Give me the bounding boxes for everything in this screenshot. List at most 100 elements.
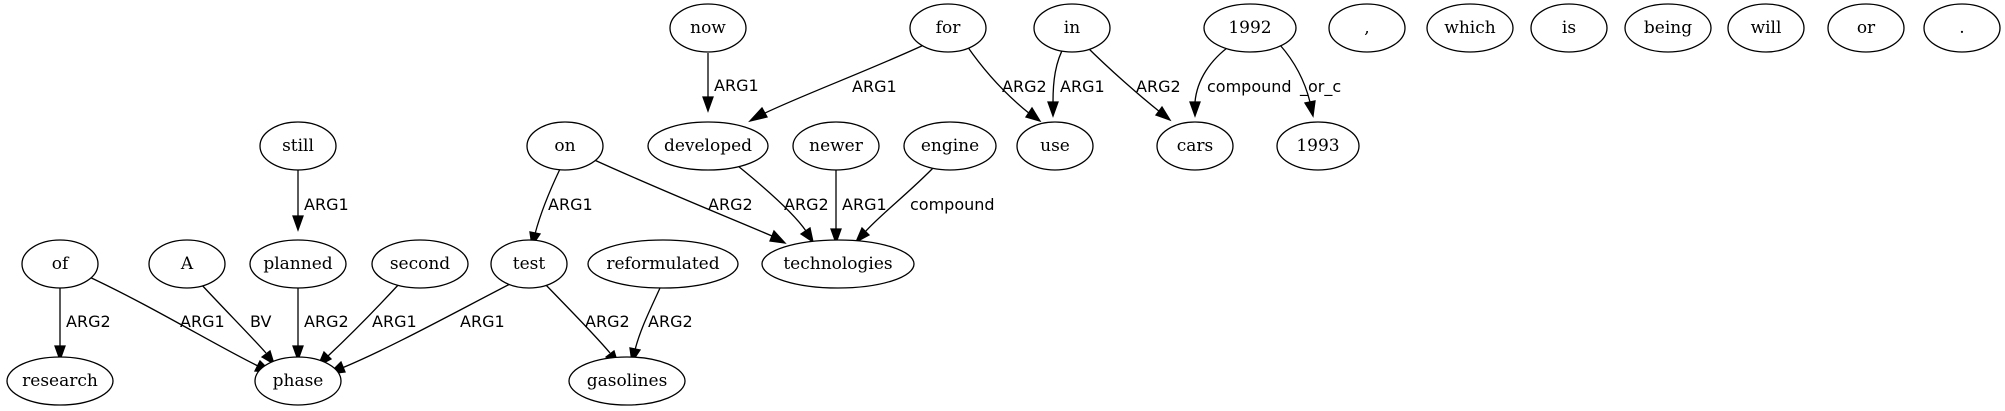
edge-in-use: ARG1 <box>1047 44 1105 118</box>
edge-reformulated-gasolines: ARG2 <box>629 287 693 364</box>
edge-label-of-research: ARG2 <box>66 312 111 331</box>
node-1993: 1993 <box>1276 121 1360 171</box>
edge-newer-technologies: ARG1 <box>830 170 887 245</box>
node-on: on <box>526 121 604 171</box>
edge-label-now-developed: ARG1 <box>714 76 759 95</box>
svg-text:1993: 1993 <box>1296 136 1339 156</box>
node-test: test <box>490 239 568 289</box>
node-planned: planned <box>249 239 347 289</box>
svg-text:gasolines: gasolines <box>587 371 668 391</box>
edge-label-newer-technologies: ARG1 <box>842 195 887 214</box>
edge-1992-cars: compound <box>1189 44 1292 118</box>
node-will: will <box>1727 3 1805 53</box>
edge-label-for-use: ARG2 <box>1002 77 1047 96</box>
node-phase: phase <box>254 356 342 406</box>
edge-label-in-use: ARG1 <box>1060 77 1105 96</box>
svg-text:cars: cars <box>1177 136 1214 156</box>
edge-for-developed: ARG1 <box>748 43 927 123</box>
svg-text:phase: phase <box>273 371 324 391</box>
svg-text:on: on <box>554 136 575 156</box>
node-research: research <box>6 356 114 406</box>
edge-label-still-planned: ARG1 <box>304 195 349 214</box>
edge-of-research: ARG2 <box>54 288 111 362</box>
node-of: of <box>21 239 99 289</box>
node-in: in <box>1033 3 1111 53</box>
edge-label-of-phase: ARG1 <box>180 312 225 331</box>
edge-label-test-gasolines: ARG2 <box>585 312 630 331</box>
nodes-layer: now for in 1992 , which is being <box>6 3 2001 406</box>
node-use: use <box>1016 121 1094 171</box>
node-a: A <box>148 239 226 289</box>
node-reformulated: reformulated <box>587 239 739 289</box>
node-engine: engine <box>903 121 997 171</box>
svg-text:which: which <box>1444 18 1495 38</box>
svg-text:test: test <box>513 254 546 274</box>
svg-text:newer: newer <box>809 136 864 156</box>
edge-label-for-developed: ARG1 <box>852 77 897 96</box>
svg-text:1992: 1992 <box>1228 18 1271 38</box>
edge-still-planned: ARG1 <box>292 170 349 232</box>
svg-text:reformulated: reformulated <box>606 254 719 274</box>
edge-label-1992-cars: compound <box>1207 77 1292 96</box>
node-still: still <box>259 121 337 171</box>
edge-label-1992-1993: _or_c <box>1299 77 1341 97</box>
node-developed: developed <box>647 121 769 171</box>
edge-engine-technologies: compound <box>854 165 995 244</box>
edge-label-on-technologies: ARG2 <box>708 195 753 214</box>
svg-text:or: or <box>1857 18 1876 38</box>
svg-text:second: second <box>390 254 450 274</box>
node-gasolines: gasolines <box>568 356 686 406</box>
edge-planned-phase: ARG2 <box>292 288 349 362</box>
node-or: or <box>1827 3 1905 53</box>
svg-text:being: being <box>1644 18 1692 38</box>
svg-text:technologies: technologies <box>783 254 892 274</box>
node-which: which <box>1426 3 1514 53</box>
svg-text:for: for <box>936 18 962 38</box>
svg-text:will: will <box>1751 18 1782 38</box>
edge-label-test-phase: ARG1 <box>460 312 505 331</box>
svg-text:engine: engine <box>921 136 979 156</box>
node-comma: , <box>1328 3 1406 53</box>
svg-text:.: . <box>1959 18 1964 38</box>
edge-for-use: ARG2 <box>966 45 1047 123</box>
svg-text:A: A <box>180 254 194 274</box>
edge-label-on-test: ARG1 <box>548 195 593 214</box>
node-second: second <box>371 239 469 289</box>
svg-text:,: , <box>1364 18 1369 38</box>
svg-text:is: is <box>1562 18 1576 38</box>
svg-text:planned: planned <box>263 254 332 274</box>
edge-label-engine-technologies: compound <box>910 195 995 214</box>
edge-label-developed-technologies: ARG2 <box>784 195 829 214</box>
edge-test-phase: ARG1 <box>327 283 511 375</box>
svg-text:research: research <box>22 371 98 391</box>
edge-now-developed: ARG1 <box>702 53 759 113</box>
node-period: . <box>1923 3 2001 53</box>
svg-text:of: of <box>52 254 70 274</box>
edge-on-technologies: ARG2 <box>589 157 787 244</box>
node-being: being <box>1624 3 1712 53</box>
edge-label-in-cars: ARG2 <box>1136 77 1181 96</box>
node-is: is <box>1530 3 1608 53</box>
node-technologies: technologies <box>761 239 915 289</box>
edge-label-a-phase: BV <box>250 312 271 331</box>
edges-layer: ARG1 ARG1 ARG2 ARG1 ARG2 compound _or_c <box>54 43 1341 375</box>
edge-label-reformulated-gasolines: ARG2 <box>648 312 693 331</box>
edge-in-cars: ARG2 <box>1084 44 1181 122</box>
node-now: now <box>669 3 747 53</box>
edge-on-test: ARG1 <box>529 168 593 248</box>
edge-label-second-phase: ARG1 <box>372 312 417 331</box>
edge-label-planned-phase: ARG2 <box>304 312 349 331</box>
node-cars: cars <box>1156 121 1234 171</box>
svg-text:now: now <box>690 18 726 38</box>
node-for: for <box>909 3 987 53</box>
svg-text:use: use <box>1040 136 1070 156</box>
edge-a-phase: BV <box>199 282 276 366</box>
edge-of-phase: ARG1 <box>84 274 273 373</box>
node-newer: newer <box>792 121 880 171</box>
edge-test-gasolines: ARG2 <box>544 283 630 366</box>
svg-text:in: in <box>1064 18 1080 38</box>
edge-developed-technologies: ARG2 <box>737 165 829 244</box>
node-1992: 1992 <box>1203 3 1297 53</box>
svg-text:still: still <box>282 136 314 156</box>
